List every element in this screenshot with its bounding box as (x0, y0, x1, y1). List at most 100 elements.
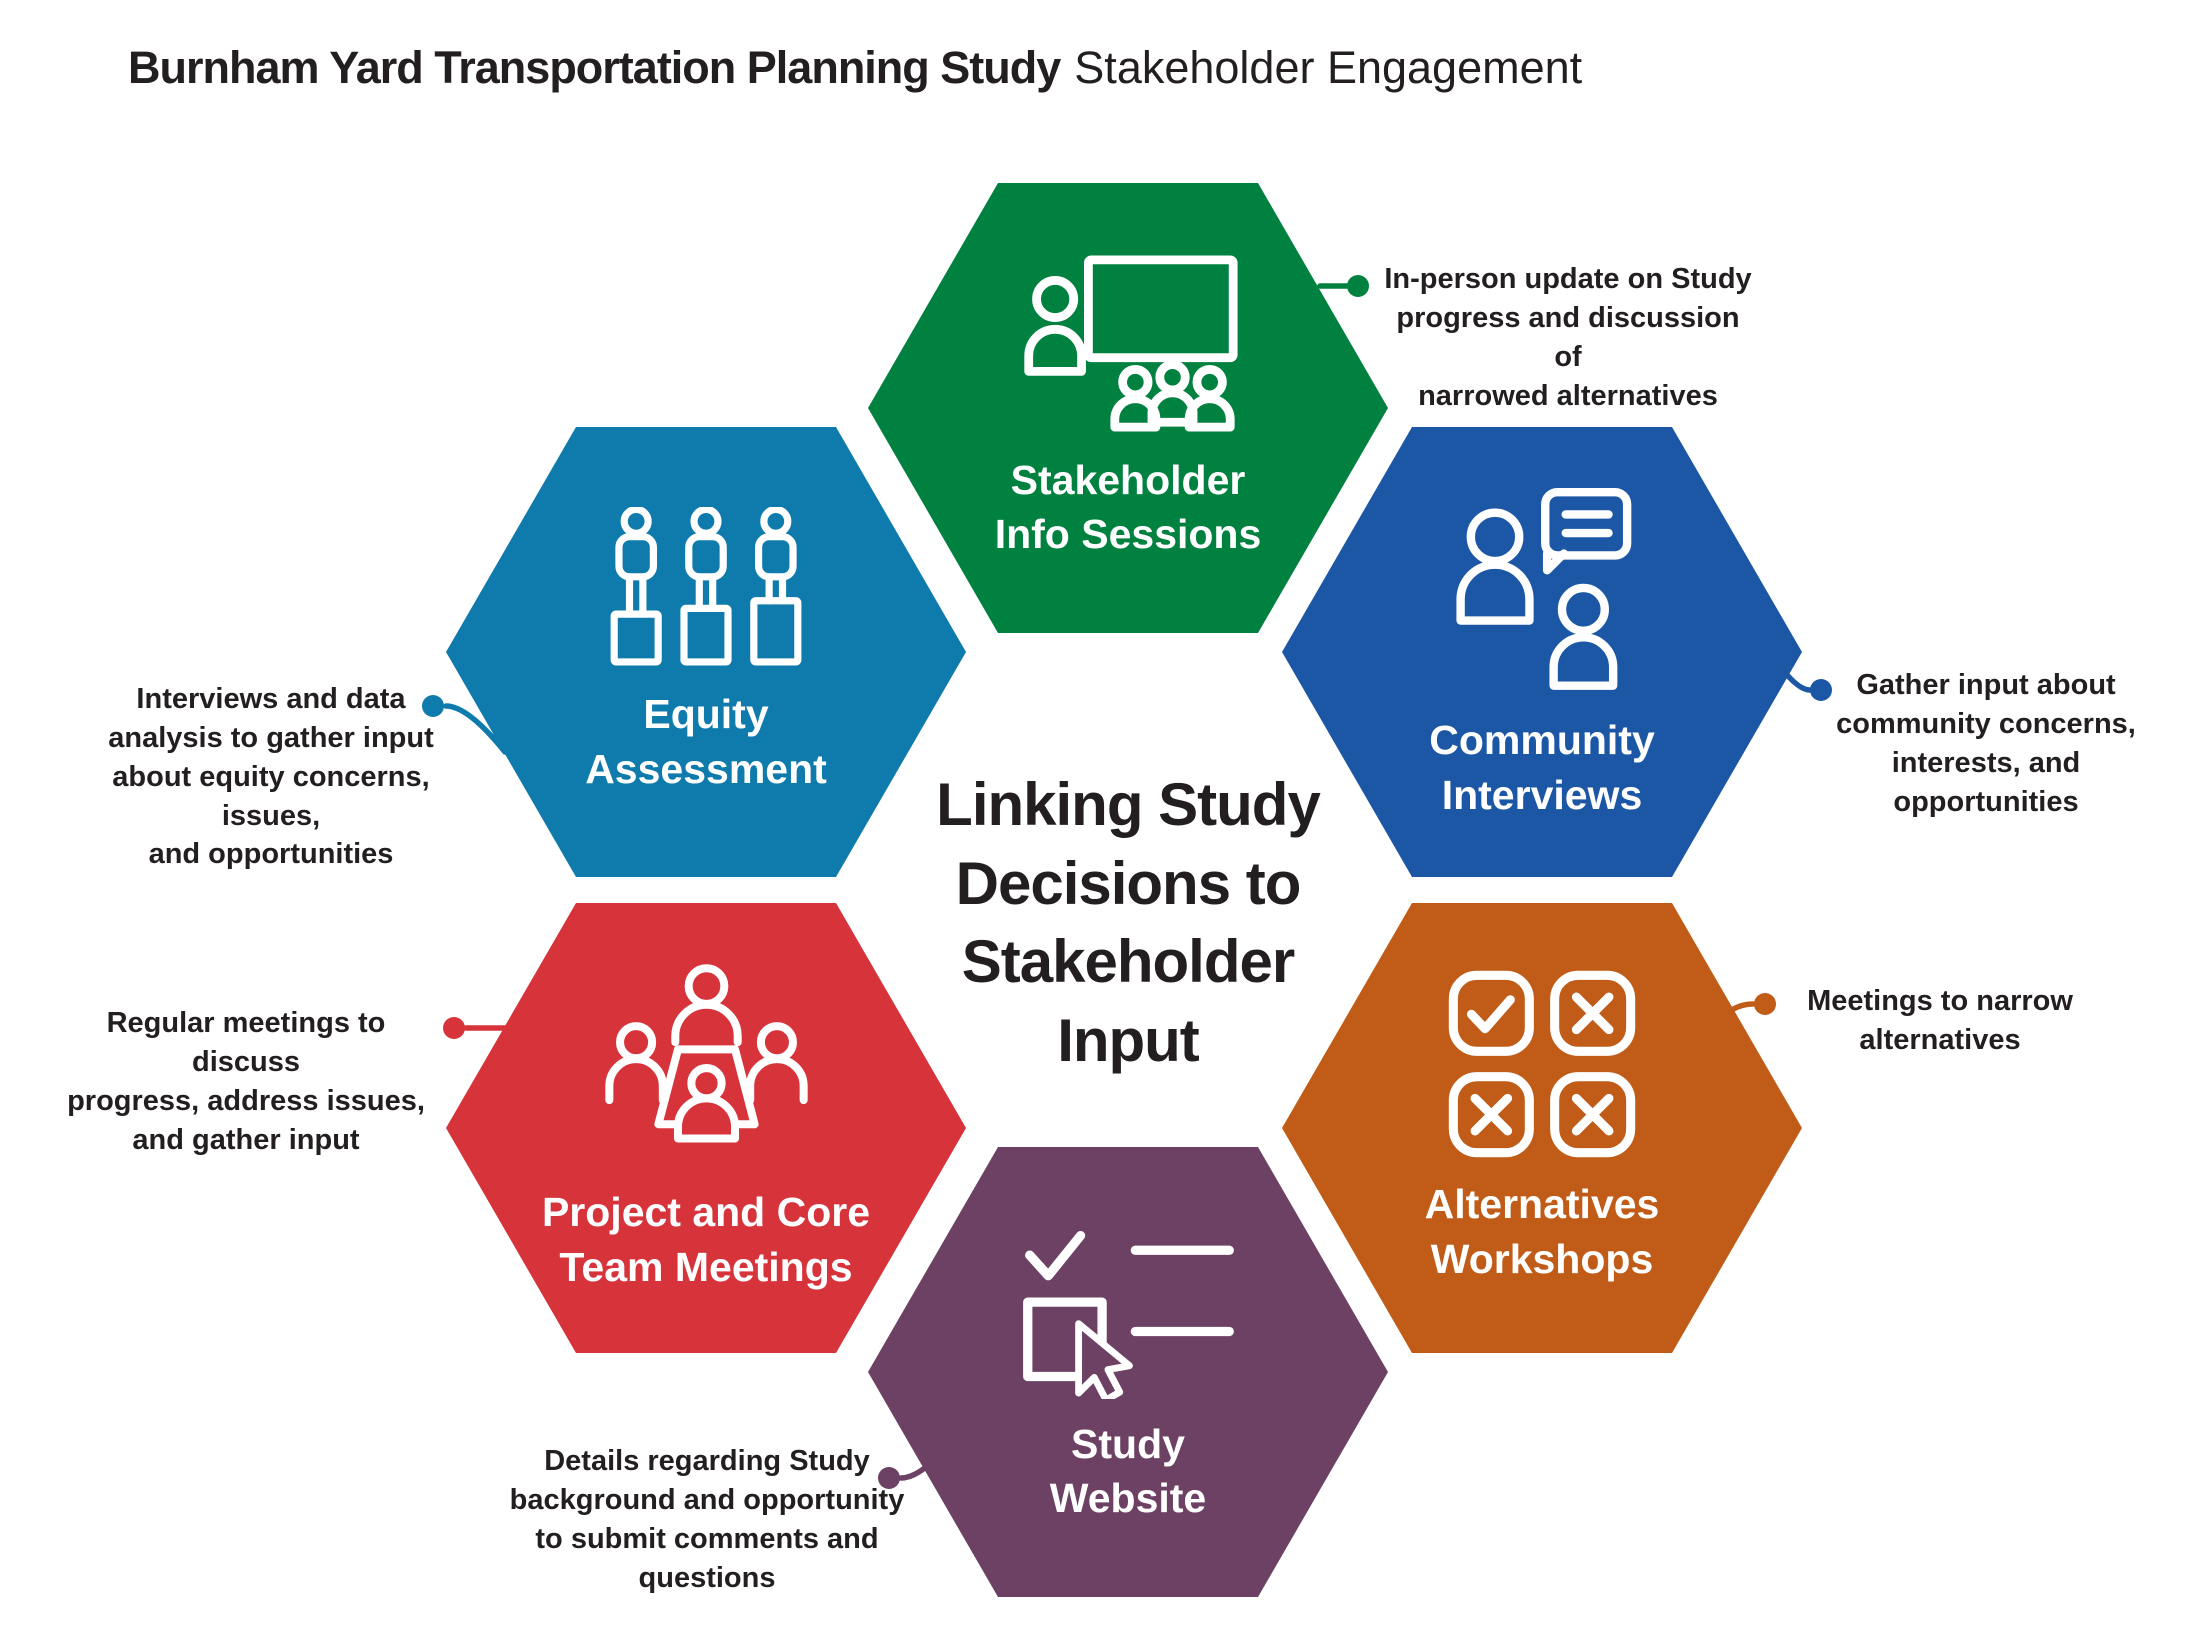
x-mark (1571, 1093, 1614, 1136)
person-body (1549, 633, 1618, 690)
audience-head (1192, 364, 1227, 399)
annotation-line: background and opportunity (509, 1483, 905, 1516)
hexagon-label: Project and Core Team Meetings (542, 1185, 870, 1295)
hexagon-label-line: Stakeholder (1010, 456, 1246, 503)
hexagon-label: Alternatives Workshops (1425, 1177, 1660, 1287)
person-body (673, 1094, 739, 1143)
page-title: Burnham Yard Transportation Planning Stu… (128, 42, 1582, 94)
annotation-project-core-team-meetings: Regular meetings to discuss progress, ad… (56, 1004, 436, 1159)
connector-dot-equity-assessment (422, 695, 444, 717)
equity-box (750, 596, 802, 666)
figure-head (690, 506, 722, 537)
annotation-line: narrowed alternatives (1418, 379, 1718, 412)
person-head (756, 1021, 797, 1062)
figure-head (620, 506, 652, 537)
annotation-line: and opportunities (148, 838, 394, 871)
annotation-alternatives-workshops: Meetings to narrow alternatives (1788, 982, 2092, 1060)
presentation-board (1083, 255, 1238, 362)
audience-body (1184, 393, 1235, 432)
person-head (684, 963, 728, 1008)
x-mark (1571, 992, 1614, 1035)
hexagon-label-line: Info Sessions (994, 511, 1262, 558)
equity-box (680, 604, 732, 666)
annotation-line: Details regarding Study (544, 1445, 870, 1477)
figure-torso (755, 532, 797, 581)
presenter-head (1031, 275, 1078, 322)
presenter-body (1023, 324, 1086, 376)
annotation-line: to submit comments and questions (535, 1522, 879, 1594)
hexagon-project-core-team-meetings: Project and Core Team Meetings (446, 903, 966, 1353)
title-subtitle: Stakeholder Engagement (1074, 42, 1583, 93)
hexagon-equity-assessment: Equity Assessment (446, 427, 966, 877)
hexagon-label-line: Study (1071, 1420, 1185, 1467)
check-mark (1466, 995, 1515, 1034)
cursor-pointer-icon (1074, 1319, 1133, 1399)
person-head (1466, 508, 1524, 566)
option-box-x (1550, 1072, 1636, 1158)
annotation-stakeholder-info-sessions: In-person update on Study progress and d… (1382, 260, 1754, 415)
hexagon-label-line: Equity (643, 691, 769, 738)
annotation-line: interests, and opportunities (1891, 746, 2081, 818)
hexagon-label-line: Team Meetings (559, 1243, 853, 1290)
connector-dot-info-sessions (1347, 275, 1369, 297)
hexagon-label: Community Interviews (1429, 713, 1655, 823)
center-message-line: Linking Study (936, 771, 1321, 838)
person-body (670, 1000, 742, 1046)
presentation-audience-icon (1023, 255, 1238, 432)
hexagon-label-line: Community (1429, 717, 1655, 764)
equity-people-icon (610, 506, 802, 666)
check-mark (1024, 1230, 1085, 1280)
hexagon-label-line: Project and Core (541, 1188, 871, 1235)
annotation-line: Interviews and data (136, 683, 406, 715)
annotation-line: community concerns, (1836, 707, 2136, 740)
meeting-table-icon (604, 963, 808, 1143)
annotation-line: In-person update on Study (1384, 263, 1752, 295)
figure-torso (685, 532, 727, 581)
person-head (686, 1063, 726, 1102)
annotation-line: Meetings to narrow (1807, 985, 2073, 1017)
annotation-study-website: Details regarding Study background and o… (476, 1442, 938, 1597)
hexagon-label-line: Assessment (585, 746, 827, 793)
hexagon-label: Equity Assessment (585, 687, 827, 797)
website-checklist-icon (1022, 1230, 1234, 1399)
connector-dot-study-website (878, 1467, 900, 1489)
person-body (604, 1054, 667, 1104)
connector-line-equity-assessment (443, 703, 508, 755)
hexagon-label: Stakeholder Info Sessions (995, 453, 1262, 563)
hexagon-label-line: Interviews (1441, 771, 1643, 818)
center-message-line: Stakeholder (961, 928, 1295, 996)
center-message: Linking Study Decisions to Stakeholder I… (828, 766, 1428, 1080)
annotation-line: alternatives (1859, 1023, 2021, 1056)
hexagon-label-line: Website (1049, 1475, 1207, 1522)
person-head (1557, 583, 1609, 636)
connector-dot-community-interviews (1810, 679, 1832, 701)
people-conversation-icon (1456, 488, 1632, 690)
annotation-line: Regular meetings to discuss (106, 1007, 386, 1078)
annotation-equity-assessment: Interviews and data analysis to gather i… (64, 680, 478, 874)
person-body (745, 1054, 808, 1104)
meeting-table (653, 1044, 759, 1128)
hexagon-label: Study Website (1050, 1417, 1206, 1527)
connector-dot-team-meetings (443, 1017, 465, 1039)
connector-dot-alternatives-workshops (1754, 993, 1776, 1015)
audience-head (1117, 364, 1152, 399)
speech-bubble (1541, 488, 1632, 560)
annotation-community-interviews: Gather input about community concerns, i… (1798, 666, 2174, 821)
figure-torso (615, 532, 657, 581)
figure-head (760, 506, 792, 537)
option-box-x (1448, 1072, 1534, 1158)
speech-bubble-tail (1542, 549, 1569, 575)
center-message-line: Decisions to (955, 849, 1302, 917)
check-x-options-icon (1448, 970, 1636, 1158)
annotation-line: about equity concerns, issues, (112, 760, 430, 832)
option-box-x (1550, 970, 1636, 1056)
annotation-line: Gather input about (1856, 669, 2116, 701)
person-body (1456, 560, 1534, 625)
hexagon-label-line: Workshops (1430, 1236, 1654, 1282)
annotation-line: progress and discussion of (1396, 301, 1740, 373)
x-mark (1470, 1093, 1513, 1136)
annotation-line: analysis to gather input (108, 721, 434, 754)
option-box-check (1448, 970, 1534, 1056)
center-message-line: Input (1057, 1006, 1200, 1074)
